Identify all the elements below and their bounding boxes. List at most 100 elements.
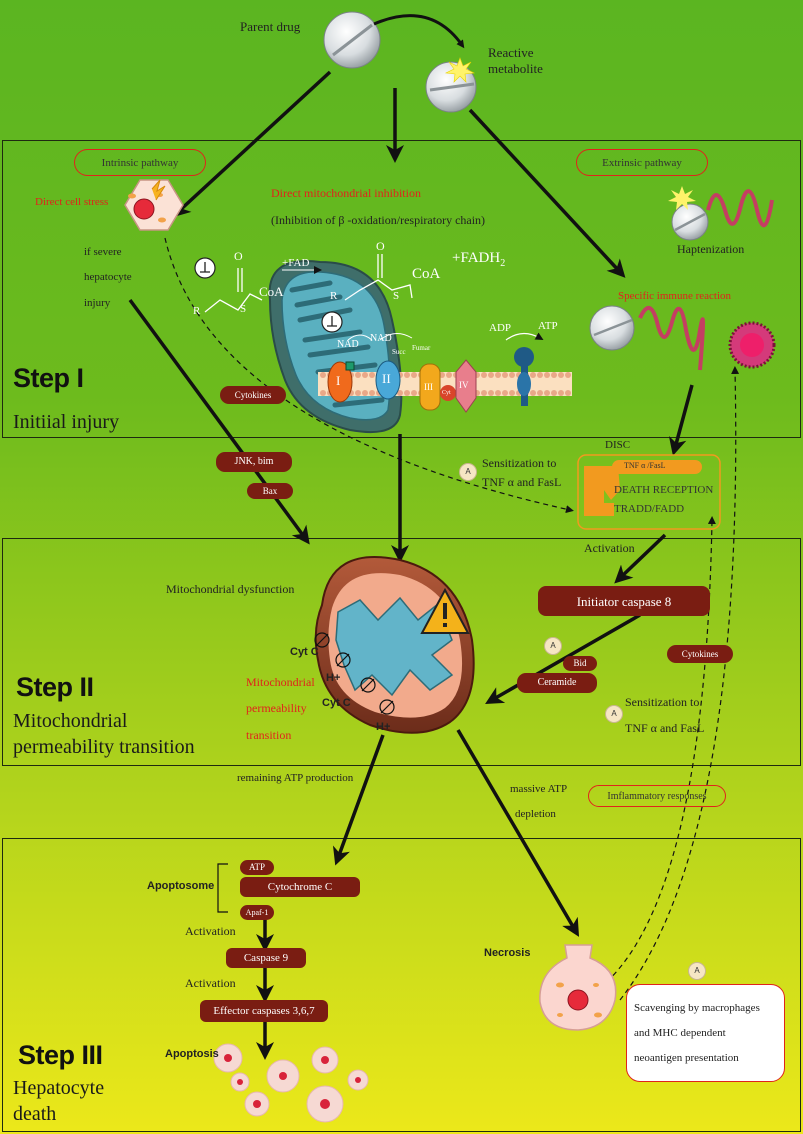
protein-helix-icon xyxy=(706,189,774,227)
step3-title: Step III xyxy=(18,1040,103,1070)
coa-label-1: CoA xyxy=(259,284,284,299)
reactive-metabolite-pill-icon xyxy=(425,57,477,113)
annotation-a-icon-2: A xyxy=(544,637,562,655)
hepatocyte-label: hepatocyte xyxy=(84,271,132,283)
step3-subtitle-1: Hepatocyte xyxy=(13,1077,105,1099)
disc-label: DISC xyxy=(605,439,631,451)
extrinsic-pathway-label: Extrinsic pathway xyxy=(576,149,708,176)
intrinsic-pathway-label: Intrinsic pathway xyxy=(74,149,206,176)
reactive-metabolite-label-1: Reactive xyxy=(488,45,534,60)
complex-ii-icon xyxy=(375,360,401,400)
fadh2-label: +FADH2 xyxy=(452,250,506,269)
jnk-bim-pill: JNK, bim xyxy=(216,452,292,472)
specific-immune-label: Specific immune reaction xyxy=(618,290,732,302)
apoptosis-label: Apoptosis xyxy=(165,1048,219,1060)
hplus-label-1: H+ xyxy=(326,672,341,684)
step2-subtitle-1: Mitochondrial xyxy=(13,710,128,732)
annotation-a-icon-3: A xyxy=(605,705,623,723)
reactive-metabolite-label-2: metabolite xyxy=(488,61,543,76)
coa-label-2: CoA xyxy=(412,266,441,282)
parent-drug-pill-icon xyxy=(323,11,381,69)
apoptotic-bodies-icon xyxy=(213,1043,369,1123)
s-label-2: S xyxy=(393,290,400,302)
step3-box xyxy=(2,838,801,1132)
annotation-a-icon: A xyxy=(459,463,477,481)
injury-label: injury xyxy=(84,297,111,309)
inhibition-beta-label: (Inhibition of β -oxidation/respiratory … xyxy=(271,213,486,227)
activation-label-step2: Activation xyxy=(584,541,635,555)
remaining-atp-label: remaining ATP production xyxy=(237,772,354,784)
disc-box xyxy=(577,454,721,530)
hapten-pill-icon xyxy=(668,186,709,241)
tnf-fasl-label: TNF α /FasL xyxy=(624,461,666,470)
mpt-label-3: transition xyxy=(246,728,292,742)
ceramide-pill: Ceramide xyxy=(517,673,597,693)
immune-cell-icon xyxy=(728,321,776,369)
complex-i-icon xyxy=(327,361,353,403)
cyt-label: Cyt xyxy=(442,390,451,396)
activation-label-2: Activation xyxy=(185,976,236,990)
step2-title: Step II xyxy=(16,672,94,702)
immune-helix-icon xyxy=(638,306,705,371)
bid-pill: Bid xyxy=(563,656,597,671)
effector-caspases-pill: Effector caspases 3,6,7 xyxy=(200,1000,328,1022)
mito-dysfunction-label: Mitochondrial dysfunction xyxy=(166,582,295,596)
atp-pill: ATP xyxy=(240,860,274,875)
succ-label: Succ xyxy=(392,348,406,356)
activation-label-1: Activation xyxy=(185,924,236,938)
r-label-1: R xyxy=(193,305,201,317)
initiator-caspase-8-pill: Initiator caspase 8 xyxy=(538,586,710,616)
annotation-a-icon-4: A xyxy=(688,962,706,980)
death-reception-label: DEATH RECEPTION xyxy=(614,484,714,496)
direct-cell-stress-label: Direct cell stress xyxy=(35,196,109,208)
complex-i-label: I xyxy=(336,373,341,388)
caspase-9-pill: Caspase 9 xyxy=(226,948,306,968)
if-severe-label: if severe xyxy=(84,246,122,258)
sensitization-label-2: TNF α and FasL xyxy=(482,475,562,489)
step3-subtitle-2: death xyxy=(13,1103,57,1125)
o-label-1: O xyxy=(234,249,243,263)
complex-iii-icon xyxy=(419,363,441,411)
cytc-label-2: Cyt C xyxy=(322,697,351,709)
complex-iv-label: IV xyxy=(459,380,469,390)
nad-label-1: NAD xyxy=(337,339,359,350)
cytc-label-1: Cyt C xyxy=(290,646,319,658)
adp-label: ADP xyxy=(489,322,512,334)
immune-pill-icon xyxy=(589,305,635,351)
sensitization-label-3: Sensitization to xyxy=(625,695,700,709)
parent-drug-label: Parent drug xyxy=(240,19,301,34)
acyl-coa-structure-icon xyxy=(204,254,413,313)
cytokines-pill-step2: Cytokines xyxy=(667,645,733,663)
direct-mito-inhibition-label: Direct mitochondrial inhibition xyxy=(271,186,421,200)
hplus-label-2: H+ xyxy=(376,721,391,733)
inhibitor-icon xyxy=(194,257,343,333)
cytokines-pill-step1: Cytokines xyxy=(220,386,286,404)
atp-label: ATP xyxy=(538,320,558,332)
hepatocyte-stress-icon xyxy=(124,179,184,231)
scavenging-label-1: Scavenging by macrophages xyxy=(634,1002,760,1014)
massive-atp-label-2: depletion xyxy=(515,808,556,820)
complex-iv-icon xyxy=(455,359,477,413)
cytochrome-c-pill: Cytochrome C xyxy=(240,877,360,897)
s-label-1: S xyxy=(240,303,247,315)
necrosis-label: Necrosis xyxy=(484,947,531,959)
o-label-2: O xyxy=(376,239,385,253)
step1-title: Step I xyxy=(13,363,84,393)
mpt-label-2: permeability xyxy=(246,701,307,715)
atp-synthase-icon xyxy=(514,347,534,406)
apaf-1-pill: Apaf-1 xyxy=(240,905,274,920)
sensitization-label-4: TNF α and FasL xyxy=(625,721,705,735)
inflammatory-responses-label: Imflammatory responses xyxy=(588,785,726,807)
step1-subtitle: Initiial injury xyxy=(13,411,120,433)
step2-subtitle-2: permeability transition xyxy=(13,736,195,758)
fad-label: +FAD xyxy=(282,257,310,269)
nad-label-2: NAD xyxy=(370,333,392,344)
fumar-label: Fumar xyxy=(412,344,431,352)
scavenging-label-3: neoantigen presentation xyxy=(634,1052,739,1064)
tradd-fadd-label: TRADD/FADD xyxy=(614,503,685,515)
mpt-label-1: Mitochondrial xyxy=(246,675,315,689)
scavenging-box xyxy=(626,984,785,1082)
mitochondrion-step1-icon xyxy=(268,260,403,434)
complex-iii-label: III xyxy=(424,382,433,392)
